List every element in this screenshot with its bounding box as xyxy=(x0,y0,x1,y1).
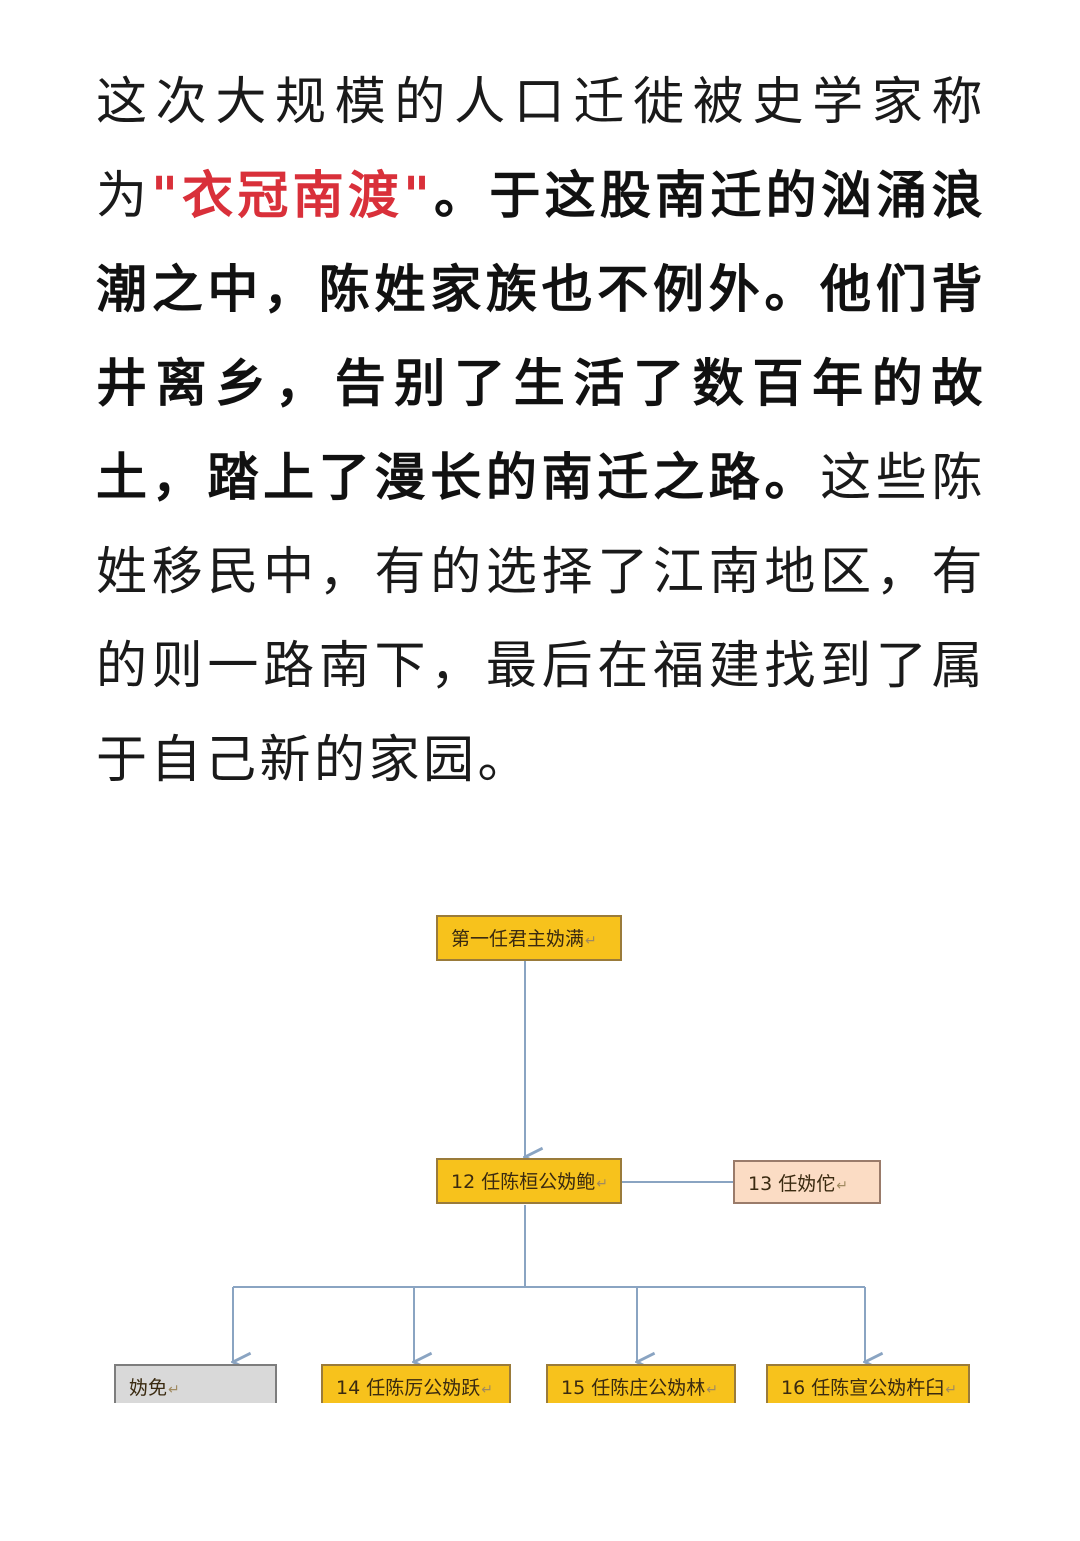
paragraph-mark-icon: ↵ xyxy=(836,1178,848,1194)
node-duke-14: 14 任陈厉公妫跃↵ xyxy=(321,1364,511,1403)
article-lead-text: 这次大规模的人口迁徙被史学家称为 xyxy=(96,73,986,226)
node-duke-16-label: 16 任陈宣公妫杵臼 xyxy=(781,1377,945,1399)
quoted-term: "衣冠南渡" xyxy=(151,167,434,226)
family-tree-diagram: 第一任君主妫满↵ 12 任陈桓公妫鲍↵ 13 任妫佗↵ 妫免↵ 14 任陈厉公妫… xyxy=(96,895,984,1403)
node-son-mian: 妫免↵ xyxy=(114,1364,277,1403)
tree-connectors xyxy=(96,961,984,1403)
paragraph-mark-icon: ↵ xyxy=(481,1382,493,1398)
node-duke-12: 12 任陈桓公妫鲍↵ xyxy=(436,1158,622,1204)
paragraph-mark-icon: ↵ xyxy=(945,1382,957,1398)
node-duke-13: 13 任妫佗↵ xyxy=(733,1160,881,1204)
paragraph-mark-icon: ↵ xyxy=(596,1176,608,1192)
node-duke-15-label: 15 任陈庄公妫林 xyxy=(561,1377,706,1399)
article-paragraph: 这次大规模的人口迁徙被史学家称为"衣冠南渡"。于这股南迁的汹涌浪潮之中，陈姓家族… xyxy=(96,56,986,808)
node-duke-13-label: 13 任妫佗 xyxy=(748,1173,836,1195)
article-tail-text: 这些陈姓移民中，有的选择了江南地区，有的则一路南下，最后在福建找到了属于自己新的… xyxy=(96,449,986,790)
node-duke-16: 16 任陈宣公妫杵臼↵ xyxy=(766,1364,970,1403)
paragraph-mark-icon: ↵ xyxy=(168,1382,180,1398)
paragraph-mark-icon: ↵ xyxy=(706,1382,718,1398)
node-root-ruler: 第一任君主妫满↵ xyxy=(436,915,622,961)
node-root-label: 第一任君主妫满 xyxy=(451,928,585,950)
node-duke-14-label: 14 任陈厉公妫跃 xyxy=(336,1377,481,1399)
node-son-mian-label: 妫免 xyxy=(129,1377,168,1399)
node-duke-15: 15 任陈庄公妫林↵ xyxy=(546,1364,736,1403)
node-duke-12-label: 12 任陈桓公妫鲍 xyxy=(451,1171,596,1193)
article-body: 这次大规模的人口迁徙被史学家称为"衣冠南渡"。于这股南迁的汹涌浪潮之中，陈姓家族… xyxy=(96,56,986,808)
paragraph-mark-icon: ↵ xyxy=(585,933,597,949)
article-bold-text: 。于这股南迁的汹涌浪潮之中，陈姓家族也不例外。他们背井离乡，告别了生活了数百年的… xyxy=(96,167,986,508)
